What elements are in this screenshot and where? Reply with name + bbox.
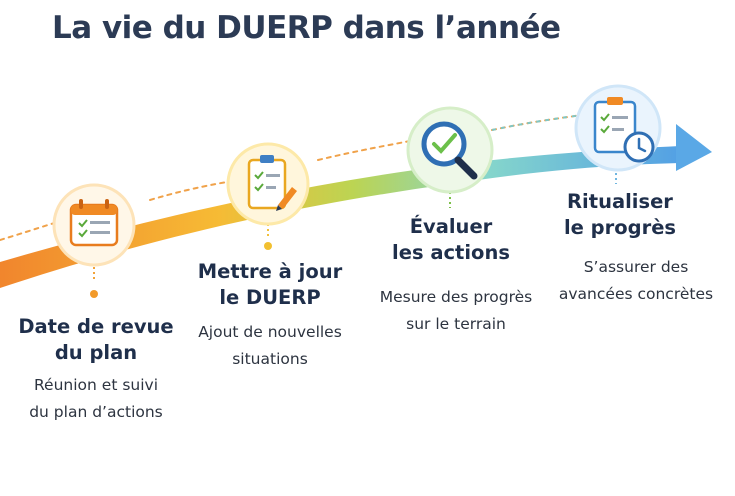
page-title: La vie du DUERP dans l’année: [52, 10, 561, 46]
stage-3-title: Évaluer les actions: [392, 215, 510, 264]
calendar-checklist-icon: [52, 183, 136, 267]
stage-4-description: S’assurer des avancées concrètes: [558, 258, 714, 303]
stage-4-title: Ritualiser le progrès: [563, 190, 677, 239]
clipboard-pencil-icon: [226, 142, 310, 226]
stage-2-description: Ajout de nouvelles situations: [198, 323, 342, 368]
pin-marker-2: [264, 224, 272, 250]
stage-3-description: Mesure des progrès sur le terrain: [379, 288, 533, 333]
magnifier-check-icon: [406, 106, 494, 194]
stage-1-description: Réunion et suivi du plan d’actions: [29, 376, 163, 421]
stage-2-title: Mettre à jour le DUERP: [197, 260, 343, 309]
clipboard-clock-icon: [574, 84, 662, 172]
timeline-arrowhead: [676, 124, 712, 171]
stage-1-title: Date de revue du plan: [18, 315, 174, 364]
pin-marker-1: [90, 262, 98, 298]
